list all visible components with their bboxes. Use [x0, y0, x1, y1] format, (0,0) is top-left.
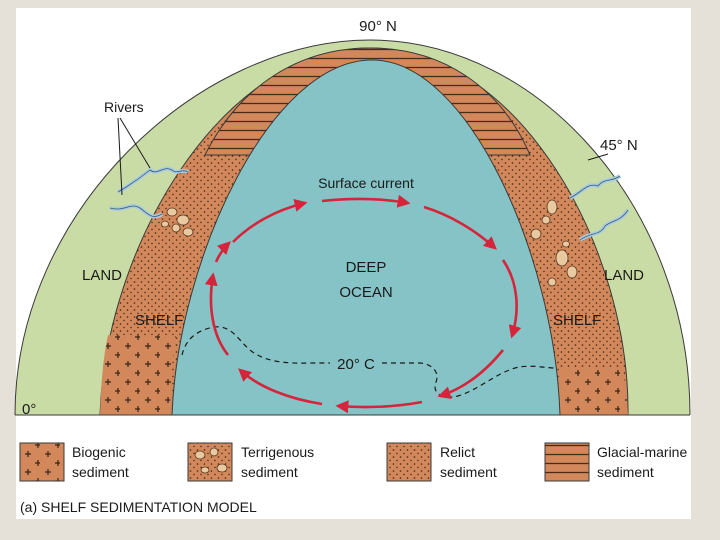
legend-glacial-line2: sediment — [597, 464, 654, 480]
figure-caption: (a) SHELF SEDIMENTATION MODEL — [20, 499, 257, 515]
label-equator: 0° — [22, 401, 36, 418]
label-45n: 45° N — [600, 137, 638, 154]
label-ocean: OCEAN — [339, 284, 392, 301]
label-rivers: Rivers — [104, 99, 144, 115]
label-shelf-left: SHELF — [135, 312, 183, 329]
legend-swatch-relict — [387, 443, 431, 481]
legend-relict-line1: Relict — [440, 444, 475, 460]
legend-relict-line2: sediment — [440, 464, 497, 480]
biogenic-zone-left — [100, 335, 176, 415]
legend-swatch-glacial — [545, 443, 589, 481]
label-isotherm: 20° C — [337, 356, 375, 373]
label-90n: 90° N — [359, 18, 397, 35]
legend-swatch-biogenic — [20, 443, 64, 481]
legend-biogenic-line1: Biogenic — [72, 444, 126, 460]
label-surface-current: Surface current — [318, 175, 414, 191]
label-shelf-right: SHELF — [553, 312, 601, 329]
legend-swatch-terrigenous — [188, 443, 232, 481]
label-land-right: LAND — [604, 267, 644, 284]
biogenic-zone-right — [560, 368, 628, 415]
legend-terrigenous-line2: sediment — [241, 464, 298, 480]
legend-biogenic-line2: sediment — [72, 464, 129, 480]
legend-terrigenous-line1: Terrigenous — [241, 444, 314, 460]
label-deep: DEEP — [346, 259, 387, 276]
label-land-left: LAND — [82, 267, 122, 284]
legend-glacial-line1: Glacial-marine — [597, 444, 687, 460]
